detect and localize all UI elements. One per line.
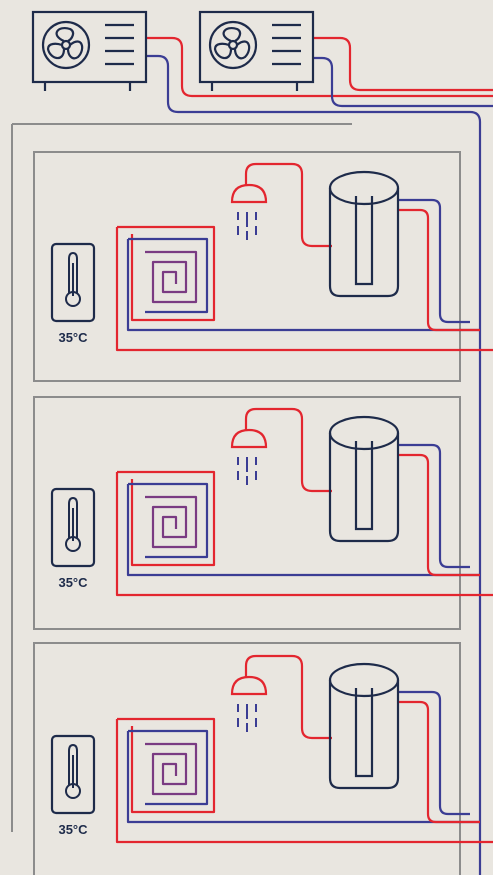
floors: 35°C 35°C 35°C (50, 162, 493, 844)
water-tank-icon (328, 415, 400, 543)
temperature-label: 35°C (58, 330, 88, 345)
temperature-label: 35°C (58, 822, 88, 837)
floor-2: 35°C (50, 407, 493, 597)
unit-2-return-pipe (313, 56, 493, 108)
floor-supply-line (115, 227, 493, 352)
building-frame (11, 123, 352, 832)
fan-icon (41, 20, 91, 70)
floor-supply-line (115, 472, 493, 597)
floor-return-line (126, 239, 480, 332)
tank-return-coil-line (398, 198, 470, 324)
floor-box-1 (33, 151, 461, 382)
underfloor-return-loop (128, 729, 209, 806)
underfloor-coil (145, 495, 198, 549)
unit-1-return-pipe (146, 54, 482, 875)
water-tank-icon (328, 662, 400, 790)
vent-lines (272, 23, 301, 66)
shower-icon (230, 428, 268, 485)
thermostat-icon (50, 242, 96, 323)
shower-icon (230, 183, 268, 240)
underfloor-supply-loop (117, 225, 216, 322)
shower-pipe (244, 162, 332, 248)
shower-pipe (244, 407, 332, 493)
floor-box-2 (33, 396, 461, 630)
unit-2-supply-pipe (313, 36, 493, 92)
underfloor-supply-loop (117, 717, 216, 814)
water-tank-icon (328, 170, 400, 298)
unit-1-supply-pipe (146, 36, 493, 98)
temperature-label: 35°C (58, 575, 88, 590)
floor-3: 35°C (50, 654, 493, 844)
thermostat-icon (50, 734, 96, 815)
underfloor-return-loop (128, 237, 209, 314)
tank-supply-coil-line (398, 208, 480, 332)
tank-supply-coil-line (398, 700, 480, 824)
shower-pipe (244, 654, 332, 740)
shower-icon (230, 675, 268, 732)
main-pipes (146, 36, 493, 875)
tank-return-coil-line (398, 690, 470, 816)
floor-supply-line (115, 719, 493, 844)
thermostat-icon (50, 487, 96, 568)
floor-1: 35°C (50, 162, 493, 352)
fan-icon (208, 20, 258, 70)
underfloor-supply-loop (117, 470, 216, 567)
outdoor-unit-1 (31, 10, 148, 91)
outdoor-unit-2 (198, 10, 315, 91)
floor-box-3 (33, 642, 461, 875)
tank-return-coil-line (398, 443, 470, 569)
tank-supply-coil-line (398, 453, 480, 577)
vent-lines (105, 23, 134, 66)
underfloor-coil (145, 250, 198, 304)
underfloor-coil (145, 742, 198, 796)
floor-return-line (126, 731, 480, 824)
floor-boxes (33, 151, 461, 875)
underfloor-return-loop (128, 482, 209, 559)
floor-return-line (126, 484, 480, 577)
